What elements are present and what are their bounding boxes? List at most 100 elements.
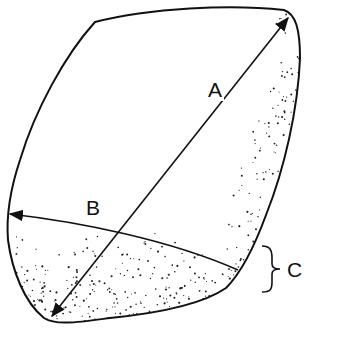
stipple-dot — [291, 73, 293, 75]
stipple-dot — [96, 266, 98, 268]
stipple-dot — [299, 33, 300, 34]
stipple-dot — [111, 319, 112, 320]
stipple-dot — [252, 283, 254, 285]
stipple-dot — [268, 126, 269, 127]
stipple-dot — [161, 246, 163, 248]
stipple-dot — [266, 304, 267, 305]
stipple-dot — [169, 306, 170, 307]
axis-b-line — [10, 214, 238, 270]
stipple-dot — [234, 283, 235, 284]
stipple-dot — [285, 32, 287, 34]
stipple-dot — [113, 302, 115, 304]
stipple-dot — [277, 122, 279, 124]
stipple-dot — [248, 249, 250, 251]
stipple-dot — [236, 247, 237, 248]
pebble-outline — [8, 7, 301, 322]
stipple-dot — [274, 264, 276, 266]
stipple-dot — [205, 273, 206, 274]
stipple-dot — [94, 253, 95, 254]
stipple-dot — [109, 319, 111, 321]
stipple-dot — [44, 285, 46, 287]
stipple-dot — [106, 309, 107, 310]
stipple-dot — [253, 162, 254, 163]
stipple-dot — [248, 305, 250, 307]
stipple-dot — [243, 307, 245, 309]
stipple-dot — [55, 291, 57, 293]
stipple-dot — [282, 294, 284, 296]
stipple-dot — [100, 322, 101, 323]
stipple-dot — [214, 282, 216, 284]
stipple-dot — [8, 303, 10, 305]
stipple-dot — [301, 51, 303, 53]
stipple-dot — [298, 245, 300, 247]
stipple-dot — [101, 256, 103, 258]
stipple-dot — [139, 321, 140, 322]
stipple-dot — [268, 284, 269, 285]
stipple-dot — [276, 23, 278, 25]
stipple-dot — [282, 268, 283, 269]
stipple-dot — [252, 307, 253, 308]
stipple-dot — [157, 251, 159, 253]
stipple-dot — [111, 275, 113, 277]
stipple-dot — [228, 276, 229, 277]
stipple-dot — [65, 306, 67, 308]
stipple-dot — [206, 306, 208, 308]
stipple-dot — [24, 300, 26, 302]
stipple-dot — [70, 311, 72, 313]
stipple-dot — [183, 260, 184, 261]
stipple-dot — [62, 309, 63, 310]
stipple-dot — [219, 308, 220, 309]
stipple-dot — [268, 122, 270, 124]
stipple-dot — [278, 314, 280, 316]
stipple-dot — [257, 216, 258, 217]
stipple-dot — [255, 228, 257, 230]
stipple-dot — [76, 296, 78, 298]
stipple-dot — [289, 320, 291, 322]
stipple-dot — [261, 289, 263, 291]
stipple-dot — [301, 30, 302, 31]
stipple-dot — [106, 310, 107, 311]
stipple-dot — [301, 319, 302, 320]
stipple-dot — [71, 284, 73, 286]
stipple-dot — [92, 251, 94, 253]
stipple-dot — [96, 308, 98, 310]
stipple-dot — [229, 278, 231, 280]
stipple-dot — [284, 168, 286, 170]
stipple-dot — [17, 321, 19, 323]
stipple-dot — [150, 248, 151, 249]
stipple-dot — [83, 323, 84, 324]
stipple-dot — [223, 308, 225, 310]
stipple-shading — [5, 13, 306, 326]
stipple-dot — [26, 270, 28, 272]
stipple-dot — [13, 291, 15, 293]
stipple-dot — [33, 300, 35, 302]
stipple-dot — [117, 247, 119, 249]
stipple-dot — [75, 282, 77, 284]
stipple-dot — [246, 211, 248, 213]
axis-a-line — [52, 18, 288, 316]
stipple-dot — [181, 253, 182, 254]
stipple-dot — [69, 311, 70, 312]
stipple-dot — [178, 302, 180, 304]
stipple-dot — [54, 300, 55, 301]
stipple-dot — [279, 18, 280, 19]
stipple-dot — [206, 305, 208, 307]
stipple-dot — [126, 253, 128, 255]
stipple-dot — [17, 247, 18, 248]
stipple-dot — [150, 278, 151, 279]
stipple-dot — [280, 18, 281, 19]
stipple-dot — [251, 322, 253, 324]
stipple-dot — [176, 265, 178, 267]
stipple-dot — [241, 322, 242, 323]
stipple-dot — [45, 274, 46, 275]
stipple-dot — [269, 214, 270, 215]
stipple-dot — [253, 312, 254, 313]
stipple-dot — [144, 242, 145, 243]
stipple-dot — [192, 312, 193, 313]
stipple-dot — [303, 19, 305, 21]
stipple-dot — [152, 273, 153, 274]
stipple-dot — [18, 300, 19, 301]
stipple-dot — [286, 96, 287, 97]
stipple-dot — [222, 314, 224, 316]
stipple-dot — [284, 76, 286, 78]
